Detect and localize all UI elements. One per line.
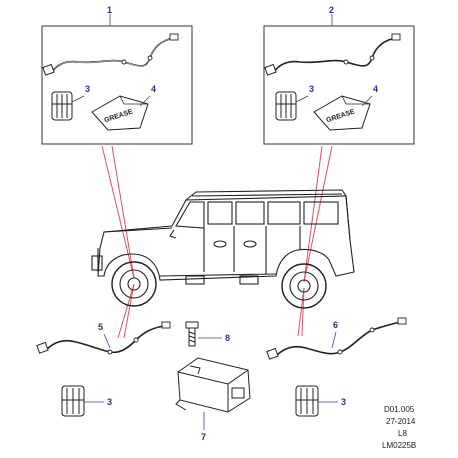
callout-8: 8	[225, 333, 230, 343]
callout-3-lower-left: 3	[107, 397, 112, 407]
callout-7: 7	[201, 432, 206, 442]
callout-3-top-right: 3	[309, 84, 314, 94]
sensor-bush-lower-right	[295, 385, 319, 417]
red-pointer-lines	[101, 145, 333, 339]
sensor-bush-right	[275, 91, 297, 121]
grease-sachet-left: GREASE	[91, 95, 149, 131]
inset-box-right: GREASE	[263, 14, 415, 145]
control-module	[175, 357, 251, 413]
abs-sensor-rear	[266, 317, 407, 360]
callout-3-lower-right: 3	[341, 397, 346, 407]
inset-box-left: GREASE	[41, 14, 193, 145]
sensor-bush-lower-left	[61, 385, 85, 417]
callout-2: 2	[329, 5, 334, 15]
grease-sachet-right: GREASE	[313, 95, 371, 131]
abs-sensor-right	[264, 33, 401, 76]
abs-sensor-left	[42, 33, 179, 76]
callout-6: 6	[333, 320, 338, 330]
vehicle-outline	[91, 189, 355, 309]
ref-drawing: LM0225B	[382, 441, 416, 450]
callout-3-top-left: 3	[85, 84, 90, 94]
callout-5: 5	[98, 322, 103, 332]
callout-4-top-left: 4	[151, 84, 156, 94]
abs-sensor-front	[36, 321, 171, 355]
ref-code: D01.005	[384, 405, 415, 414]
sensor-bush-left	[51, 91, 73, 121]
ref-level: L8	[398, 429, 407, 438]
callout-4-top-right: 4	[373, 84, 378, 94]
ref-date: 27-2014	[386, 417, 416, 426]
bolt	[185, 321, 199, 347]
callout-1: 1	[107, 5, 112, 15]
